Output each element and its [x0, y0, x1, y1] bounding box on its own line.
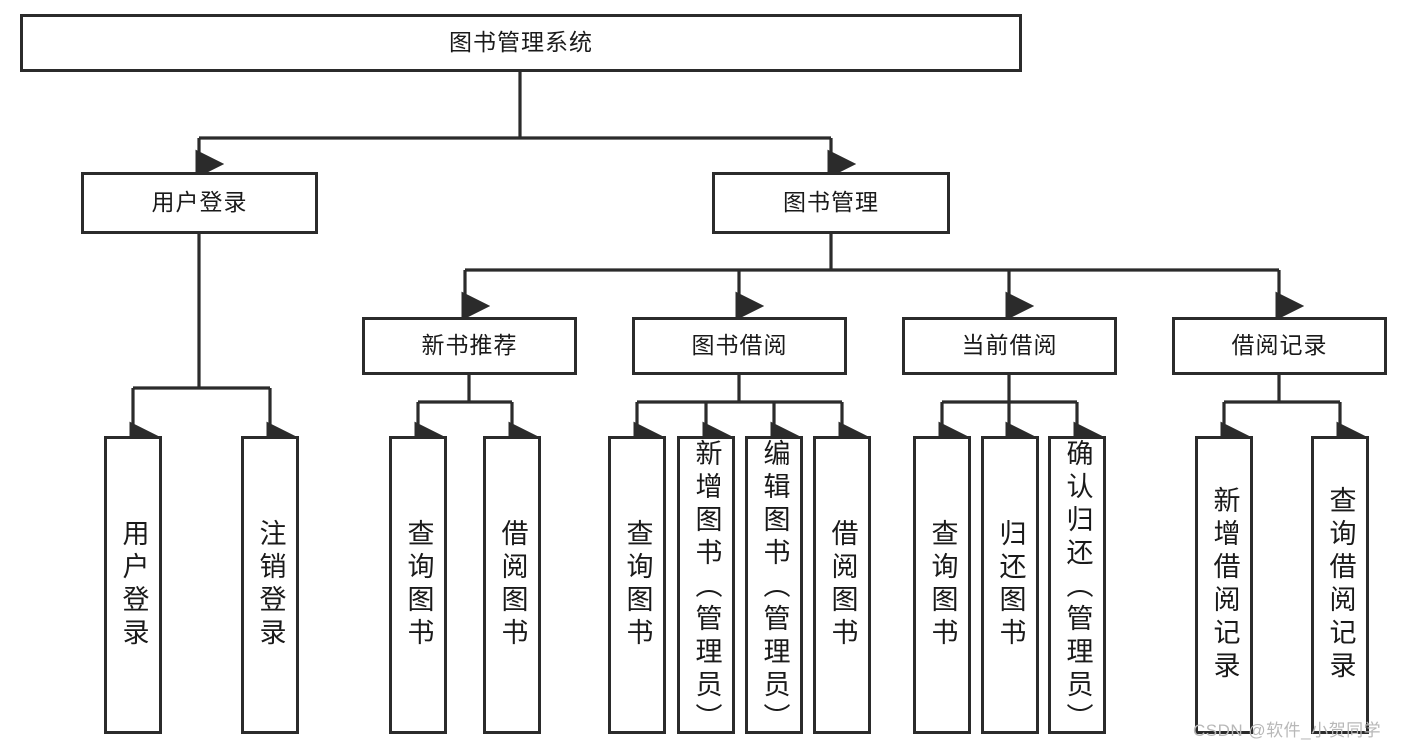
node-leaf-return-book-label: 归还图书	[995, 519, 1026, 651]
node-leaf-borrow-book-2[interactable]: 借阅图书	[813, 436, 871, 734]
node-borrow-record[interactable]: 借阅记录	[1172, 317, 1387, 375]
node-leaf-add-record[interactable]: 新增借阅记录	[1195, 436, 1253, 734]
node-leaf-query-book-1[interactable]: 查询图书	[389, 436, 447, 734]
node-book-manage-label: 图书管理	[783, 189, 879, 216]
node-root-label: 图书管理系统	[449, 29, 593, 56]
node-leaf-query-book-3[interactable]: 查询图书	[913, 436, 971, 734]
node-leaf-add-book[interactable]: 新增图书（管理员）	[677, 436, 735, 736]
node-book-manage[interactable]: 图书管理	[712, 172, 950, 234]
node-leaf-query-book-1-label: 查询图书	[403, 519, 434, 651]
node-leaf-borrow-book-1[interactable]: 借阅图书	[483, 436, 541, 734]
node-current-borrow-label: 当前借阅	[961, 332, 1058, 359]
node-leaf-borrow-book-1-label: 借阅图书	[497, 519, 528, 651]
node-leaf-add-book-label: 新增图书（管理员）	[691, 439, 722, 736]
node-current-borrow[interactable]: 当前借阅	[902, 317, 1117, 375]
node-leaf-borrow-book-2-label: 借阅图书	[827, 519, 858, 651]
node-leaf-add-record-label: 新增借阅记录	[1209, 486, 1240, 684]
node-leaf-query-record[interactable]: 查询借阅记录	[1311, 436, 1369, 734]
node-leaf-logout-label: 注销登录	[255, 519, 286, 651]
node-leaf-query-book-3-label: 查询图书	[927, 519, 958, 651]
node-borrow-record-label: 借阅记录	[1231, 332, 1328, 359]
node-leaf-confirm-return[interactable]: 确认归还（管理员）	[1048, 436, 1106, 736]
node-leaf-query-record-label: 查询借阅记录	[1325, 486, 1356, 684]
node-leaf-query-book-2[interactable]: 查询图书	[608, 436, 666, 734]
node-book-borrow[interactable]: 图书借阅	[632, 317, 847, 375]
node-leaf-query-book-2-label: 查询图书	[622, 519, 653, 651]
csdn-watermark: CSDN @软件_小贺同学	[1193, 721, 1382, 740]
node-leaf-user-login-label: 用户登录	[118, 519, 149, 651]
node-leaf-logout[interactable]: 注销登录	[241, 436, 299, 734]
node-new-book-recommend[interactable]: 新书推荐	[362, 317, 577, 375]
node-leaf-confirm-return-label: 确认归还（管理员）	[1062, 439, 1093, 736]
node-book-borrow-label: 图书借阅	[691, 332, 788, 359]
node-leaf-edit-book[interactable]: 编辑图书（管理员）	[745, 436, 803, 736]
node-user-login-label: 用户登录	[151, 189, 248, 216]
node-root[interactable]: 图书管理系统	[20, 14, 1022, 72]
node-leaf-user-login[interactable]: 用户登录	[104, 436, 162, 734]
node-leaf-return-book[interactable]: 归还图书	[981, 436, 1039, 734]
node-leaf-edit-book-label: 编辑图书（管理员）	[759, 439, 790, 736]
node-new-book-recommend-label: 新书推荐	[421, 332, 518, 359]
node-user-login[interactable]: 用户登录	[81, 172, 318, 234]
